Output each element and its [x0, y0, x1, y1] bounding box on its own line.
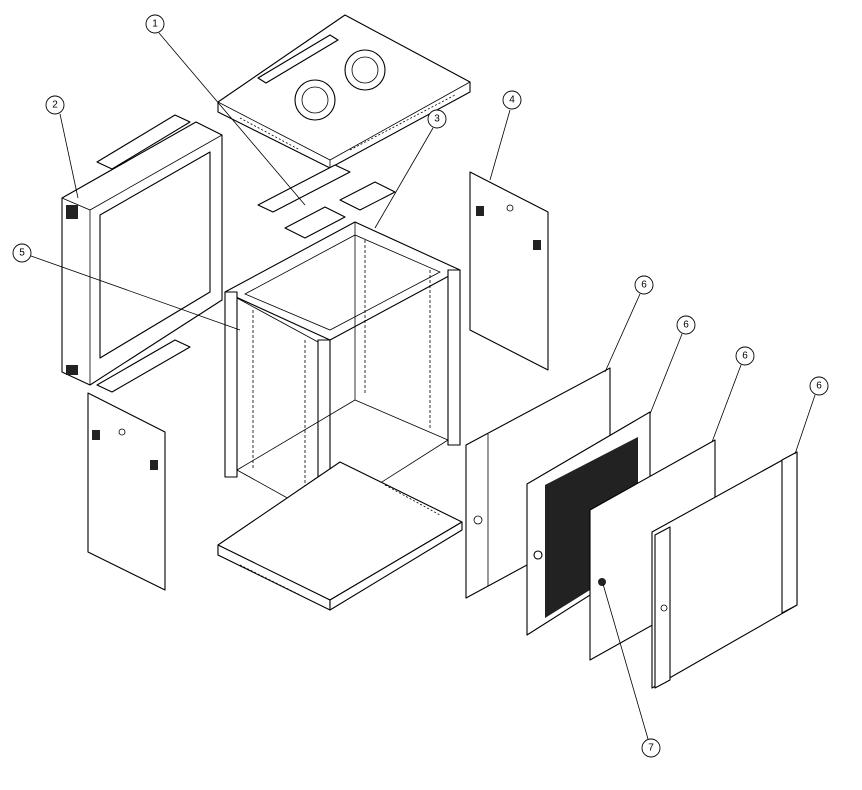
fan-icon	[294, 79, 336, 121]
cabinet-base	[217, 461, 463, 611]
callout-label: 4	[509, 95, 515, 106]
callout-6c: 6	[735, 346, 755, 366]
side-panel-left	[87, 392, 166, 591]
callout-4: 4	[502, 90, 522, 110]
callout-label: 3	[434, 114, 440, 125]
callout-1: 1	[145, 14, 165, 34]
callout-label: 1	[152, 19, 158, 30]
side-panel-right	[469, 171, 549, 371]
callout-label: 6	[816, 381, 822, 392]
fan-icon	[344, 49, 386, 91]
callout-label: 6	[683, 320, 689, 331]
side-frame	[61, 121, 223, 386]
leader-lines	[30, 32, 816, 740]
callout-3: 3	[427, 109, 447, 129]
callout-label: 7	[648, 743, 654, 754]
top-cover	[217, 14, 471, 169]
callout-label: 2	[52, 100, 58, 111]
callout-6d: 6	[809, 376, 829, 396]
callout-2: 2	[45, 95, 65, 115]
cabinet-frame	[224, 221, 461, 526]
callout-label: 6	[742, 351, 748, 362]
callout-5: 5	[12, 243, 32, 263]
callout-6a: 6	[634, 275, 654, 295]
callout-label: 6	[641, 280, 647, 291]
door-glass-b	[651, 451, 798, 689]
callout-label: 5	[19, 248, 25, 259]
callout-7: 7	[641, 738, 661, 758]
callout-6b: 6	[676, 315, 696, 335]
